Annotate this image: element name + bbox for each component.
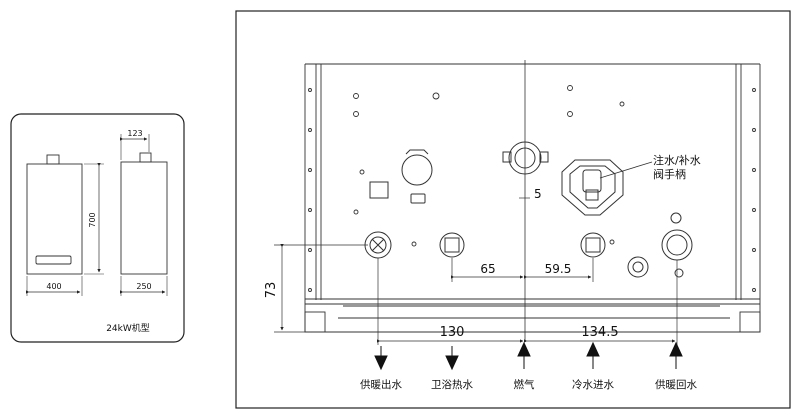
model-label: 24kW机型 <box>106 322 150 334</box>
main-panel: 注水/补水 阀手柄 5 65 59.5 73 130 134.5 <box>235 10 791 409</box>
dim-width-side-label: 250 <box>136 282 151 291</box>
connection-label-hot-water: 卫浴热水 <box>431 378 473 391</box>
dim-height-label: 700 <box>88 212 97 227</box>
connection-label-cold-in: 冷水进水 <box>572 378 614 391</box>
boiler-bottom-view <box>304 63 761 333</box>
boiler-side-view: 123 250 <box>119 129 168 296</box>
connection-label-gas: 燃气 <box>514 378 535 391</box>
dim-vertical-73 <box>274 243 368 333</box>
dim-73-label: 73 <box>264 282 279 299</box>
dim-59-5-label: 59.5 <box>545 262 572 276</box>
dim-small-label: 5 <box>534 187 542 201</box>
left-panel: 700 400 123 250 24kW机型 <box>10 113 185 343</box>
dim-width-front-label: 400 <box>46 282 61 291</box>
dim-134-5-label: 134.5 <box>581 325 618 340</box>
connection-label-heating-out: 供暖出水 <box>360 378 402 391</box>
dim-65-label: 65 <box>480 262 495 276</box>
dim-row-upper <box>450 258 594 282</box>
boiler-internal-parts <box>364 141 693 278</box>
dim-top-label: 123 <box>127 129 142 138</box>
dim-130-label: 130 <box>440 325 465 340</box>
valve-handle-label-1: 注水/补水 <box>653 153 701 167</box>
boiler-front-view: 700 400 <box>25 154 104 296</box>
connection-label-heating-return: 供暖回水 <box>655 378 697 391</box>
dim-row-lower <box>376 258 678 345</box>
valve-handle-label-2: 阀手柄 <box>653 167 686 181</box>
connection-arrows <box>374 341 683 371</box>
